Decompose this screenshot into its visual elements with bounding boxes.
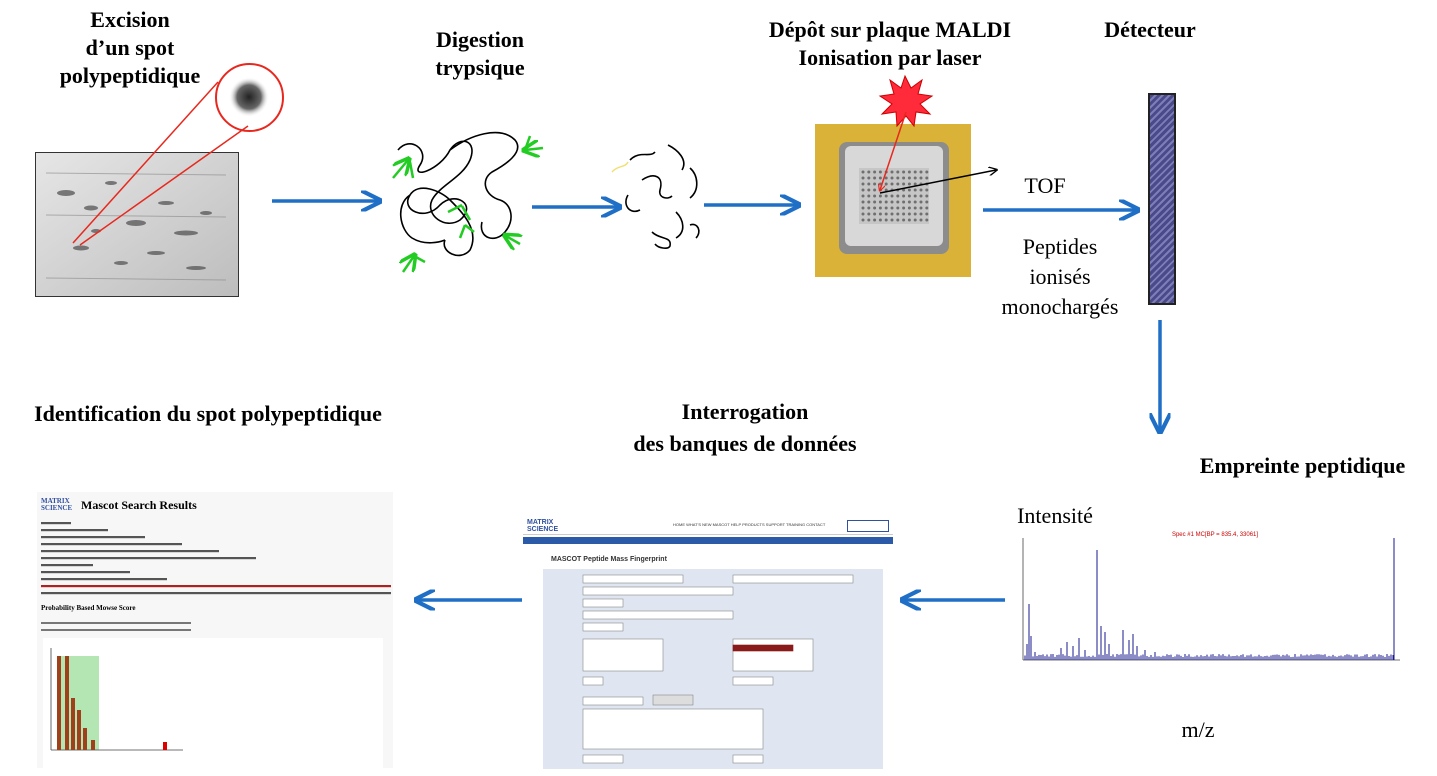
flow-arrows xyxy=(272,201,1160,600)
laser-beam xyxy=(880,112,906,190)
protein-scribble xyxy=(398,133,518,256)
peptide-fragments xyxy=(626,145,699,248)
tof-flight-arrow xyxy=(880,170,996,193)
zoom-lines xyxy=(73,82,248,245)
